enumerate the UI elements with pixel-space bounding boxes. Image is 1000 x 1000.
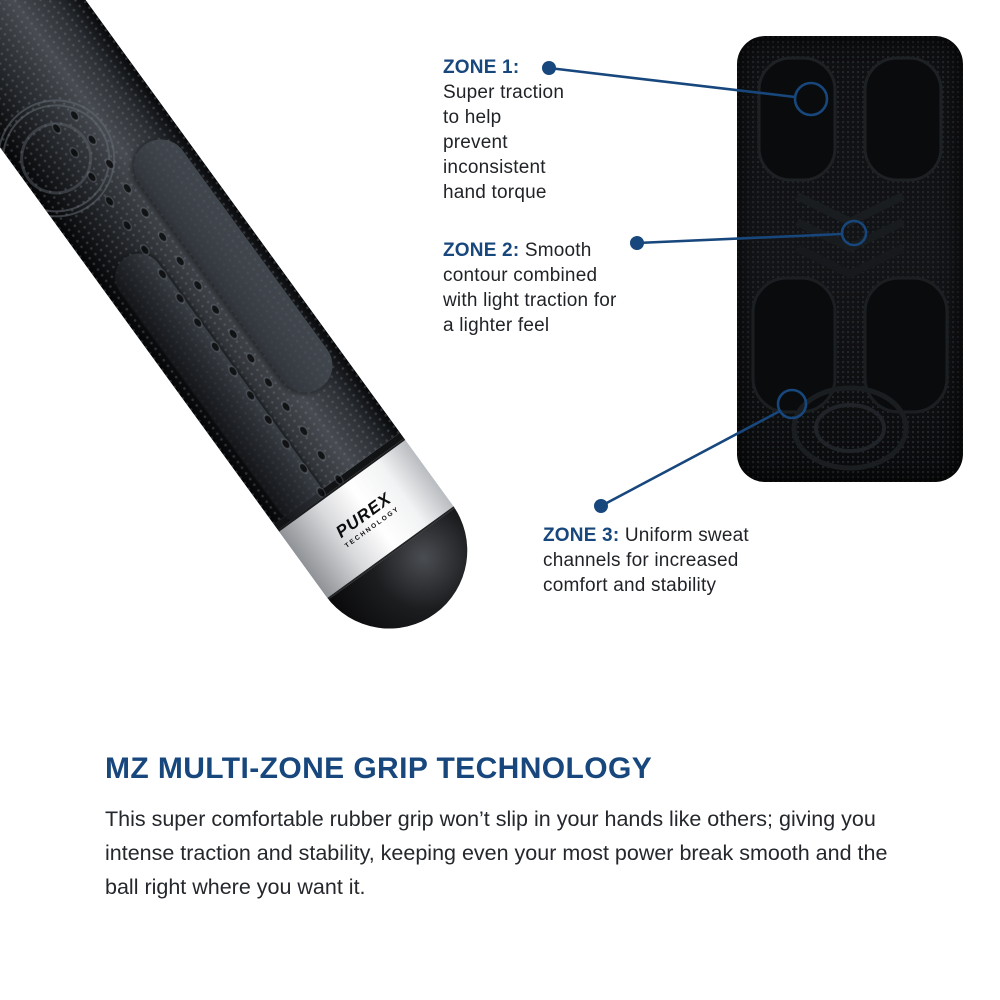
zone1-label: ZONE 1: (443, 57, 520, 78)
zone1-text: Super traction to help prevent inconsist… (443, 82, 565, 203)
grip-texture-panel (737, 36, 963, 482)
zone2-label: ZONE 2: (443, 240, 520, 261)
zone1-annotation: ZONE 1: Super traction to help prevent i… (443, 55, 567, 205)
panel-texture-art (751, 56, 949, 471)
callout-dot (630, 236, 644, 250)
cue-oval-texture (38, 96, 357, 512)
zone3-label: ZONE 3: (543, 525, 620, 546)
cue-grip-body (0, 0, 401, 532)
zone2-text: Smooth contour combined with light tract… (443, 240, 617, 336)
cue-grip: PUREX TECHNOLOGY (0, 0, 499, 660)
zone3-text: Uniform sweat channels for increased com… (543, 525, 749, 596)
headline: MZ MULTI-ZONE GRIP TECHNOLOGY (105, 752, 653, 785)
brand-logo: PUREX TECHNOLOGY (331, 488, 401, 550)
callout-dot (594, 499, 608, 513)
description: This super comfortable rubber grip won’t… (105, 807, 888, 899)
zone3-annotation: ZONE 3: Uniform sweat channels for incre… (543, 523, 785, 598)
zone2-annotation: ZONE 2: Smooth contour combined with lig… (443, 238, 631, 338)
